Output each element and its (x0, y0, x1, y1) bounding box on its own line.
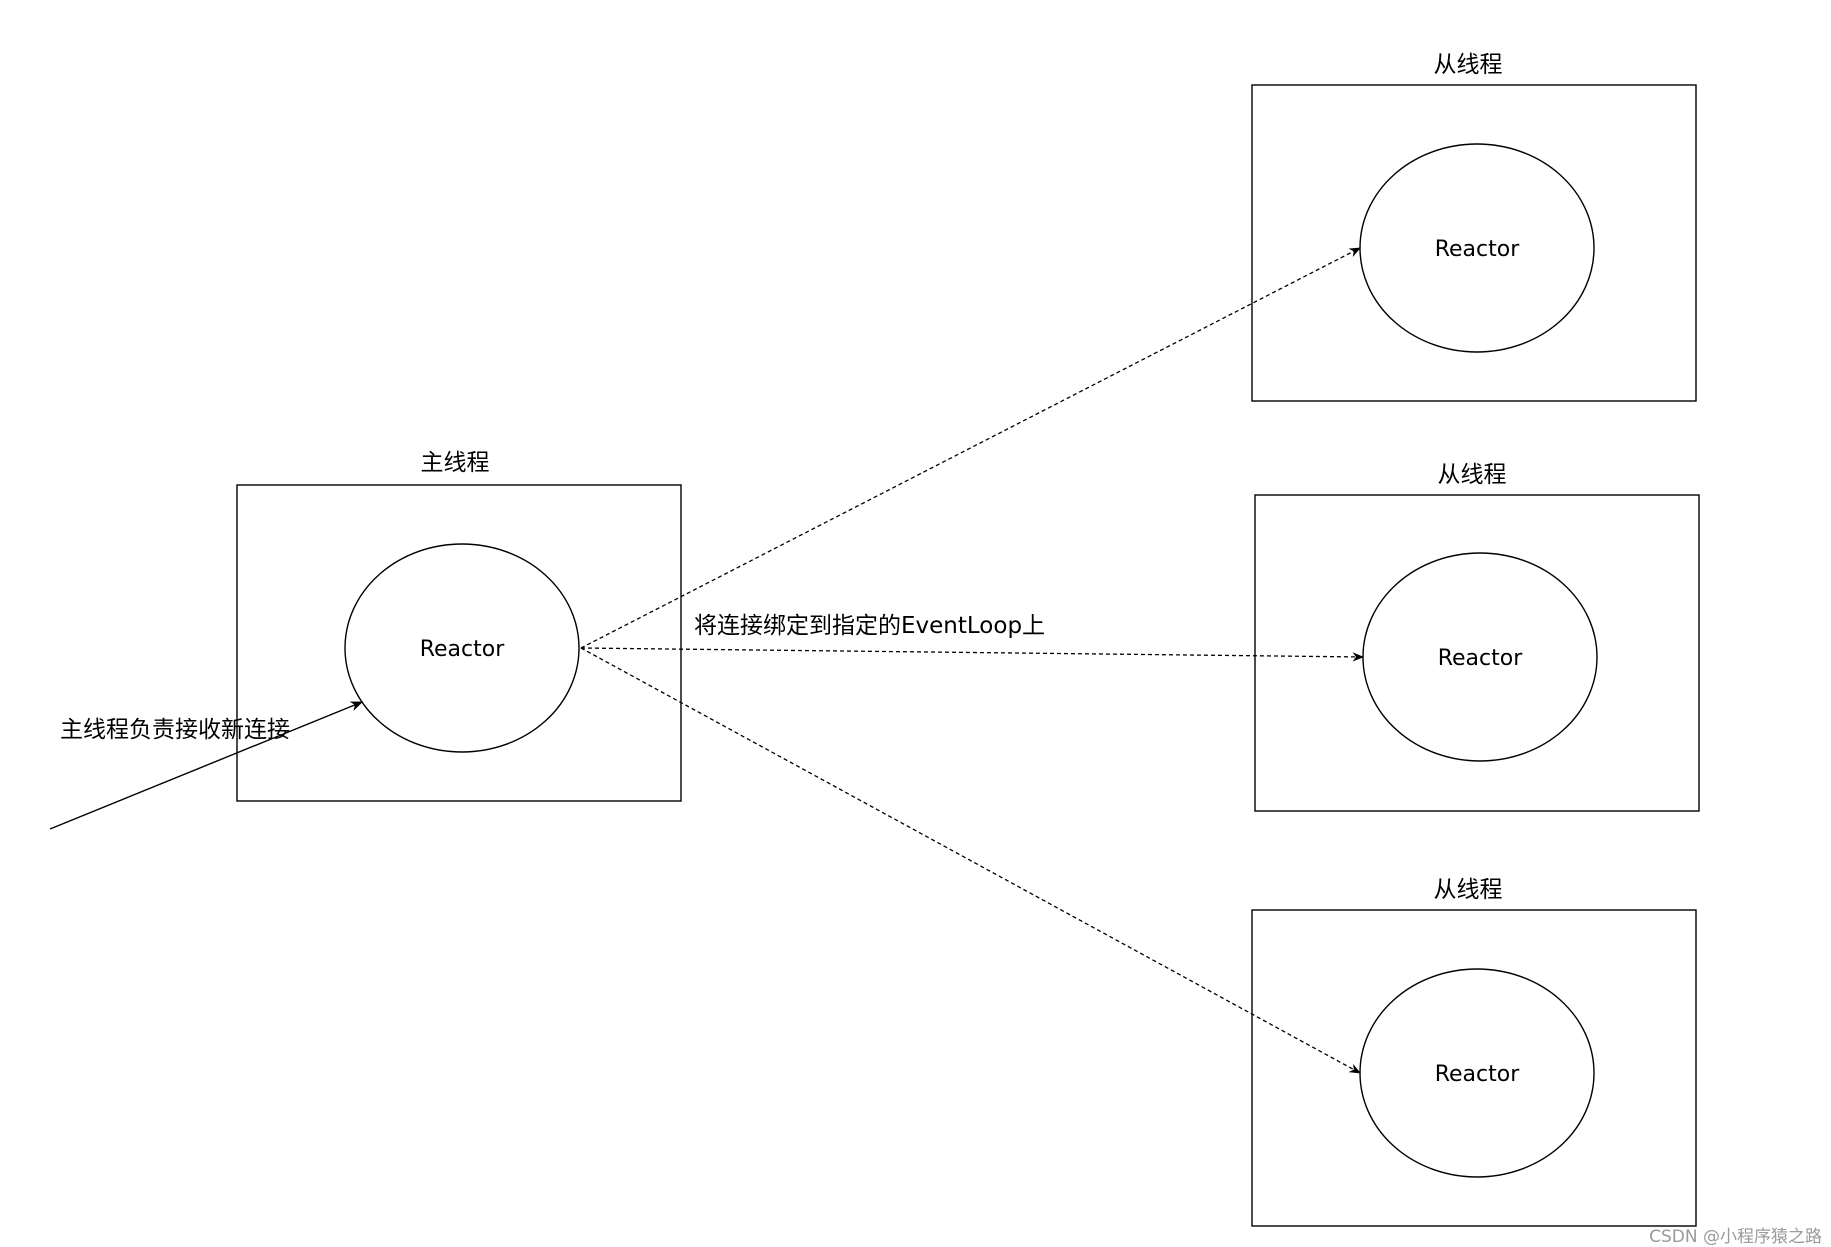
dispatch-arrow-3[interactable] (580, 647, 1362, 1074)
sub-thread-box-1[interactable]: 从线程 Reactor (1251, 52, 1697, 402)
main-reactor-label: Reactor (420, 637, 505, 662)
sub-thread-title-3: 从线程 (1434, 877, 1503, 903)
sub-reactor-label-1: Reactor (1435, 237, 1520, 262)
sub-thread-title-2: 从线程 (1438, 462, 1507, 488)
incoming-connection-arrow[interactable] (49, 701, 364, 830)
sub-thread-title-1: 从线程 (1434, 52, 1503, 78)
main-reactor-node[interactable] (344, 543, 580, 753)
main-thread-box[interactable]: 主线程 Reactor (236, 450, 682, 802)
sub-reactor-label-3: Reactor (1435, 1062, 1520, 1087)
dispatch-arrow-2[interactable] (580, 647, 1365, 662)
incoming-connection-label: 主线程负责接收新连接 (60, 717, 290, 743)
sub-reactor-label-2: Reactor (1438, 646, 1523, 671)
sub-thread-box-2[interactable]: 从线程 Reactor (1254, 462, 1700, 812)
main-thread-title: 主线程 (421, 450, 490, 476)
dispatch-label: 将连接绑定到指定的EventLoop上 (694, 613, 1045, 639)
watermark-text: CSDN @小程序猿之路 (1649, 1227, 1822, 1247)
sub-thread-box-3[interactable]: 从线程 Reactor (1251, 877, 1697, 1227)
dispatch-arrow-1[interactable] (580, 247, 1362, 649)
